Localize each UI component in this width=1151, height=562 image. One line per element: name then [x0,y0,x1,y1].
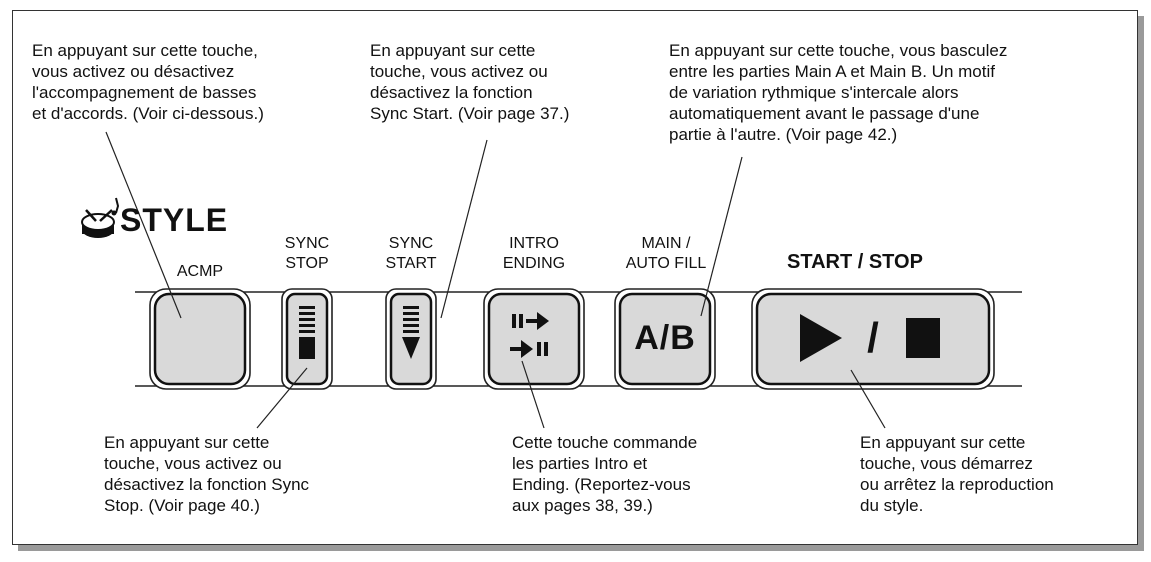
diagram-frame [12,10,1138,545]
drum-icon [81,197,120,238]
style-title: STYLE [120,202,229,238]
start-stop-face-divider: / [867,314,879,361]
intro-ending-label: INTRO ENDING [502,235,566,272]
intro-ending-icon [510,312,549,358]
intro-ending-button[interactable] [483,288,585,390]
play-icon [800,314,842,362]
acmp-button[interactable] [149,288,251,390]
start-stop-button[interactable] [751,288,995,390]
callout-acmp: En appuyant sur cette touche, vous activ… [32,41,264,123]
callout-sync-start: En appuyant sur cette touche, vous activ… [370,41,570,123]
callout-start-stop: En appuyant sur cette touche, vous démar… [860,433,1054,515]
sync-start-icon [402,306,420,359]
main-auto-fill-label: MAIN / AUTO FILL [625,235,707,272]
main-auto-fill-button[interactable] [614,288,716,390]
sync-stop-button[interactable] [281,288,333,390]
sync-start-label: SYNC START [385,235,437,272]
callout-main-auto-fill: En appuyant sur cette touche, vous bascu… [669,41,1008,144]
callout-sync-stop: En appuyant sur cette touche, vous activ… [104,433,310,515]
leader-lines [105,131,886,429]
callout-intro-ending: Cette touche commande les parties Intro … [512,433,698,515]
start-stop-label: START / STOP [787,251,923,273]
stop-icon [906,318,940,358]
sync-stop-label: SYNC STOP [284,235,330,272]
acmp-label: ACMP [176,263,224,280]
sync-stop-icon [299,306,315,359]
ab-face-text: A/B [634,319,696,357]
sync-start-button[interactable] [385,288,437,390]
